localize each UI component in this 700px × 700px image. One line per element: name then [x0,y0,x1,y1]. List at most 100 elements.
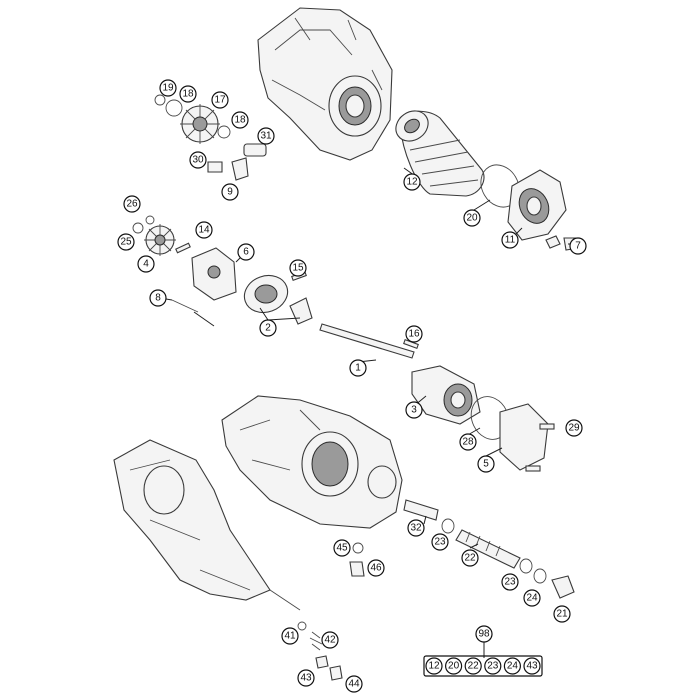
callout-label: 8 [155,293,161,304]
kit-items: 12 20 22 23 24 43 [425,657,541,675]
callout-label: 31 [260,131,272,142]
kit-item-3: 23 [484,657,502,675]
kit-item-label: 22 [468,661,480,672]
callout-c32: 32 [407,519,425,537]
oil-pump-rotors [243,271,313,325]
callout-c44: 44 [345,675,363,693]
callout-c43: 43 [297,669,315,687]
callout-c7: 7 [569,237,587,255]
callout-c14: 14 [195,221,213,239]
callout-label: 43 [300,673,312,684]
callout-label: 30 [192,155,204,166]
callout-label: 21 [556,609,568,620]
callout-label: 45 [336,543,348,554]
callout-c17: 17 [211,91,229,109]
oil-filter-cover [507,169,567,241]
callout-c21: 21 [553,605,571,623]
kit-item-label: 20 [448,661,460,672]
callout-c1: 1 [349,359,367,377]
callout-label: 23 [434,537,446,548]
kit-item-0: 12 [425,657,443,675]
oil-filter [395,110,485,197]
callout-c3: 3 [405,401,423,419]
callout-c23b: 23 [501,573,519,591]
callout-c26: 26 [123,195,141,213]
callout-badges: 1918171831309122011726254146158216132928… [117,79,587,693]
callout-label: 18 [182,89,194,100]
kit-item-4: 24 [503,657,522,675]
callout-label: 32 [410,523,422,534]
callout-label: 9 [227,187,233,198]
svg-text:98: 98 [478,629,490,640]
callout-label: 28 [462,437,474,448]
callout-kit: 98 [475,625,493,643]
callout-c11: 11 [501,231,519,249]
oil-pump-drive-shaft [403,499,575,599]
callout-label: 20 [466,213,478,224]
callout-c30: 30 [189,151,207,169]
callout-c2: 2 [259,319,277,337]
callout-c6: 6 [237,243,255,261]
callout-label: 42 [324,635,336,646]
oil-pump-shaft [319,323,419,359]
callout-c8: 8 [149,289,167,307]
callout-c41: 41 [281,627,299,645]
kit-item-5: 43 [523,657,541,675]
callout-c4: 4 [137,255,155,273]
callout-c31: 31 [257,127,275,145]
callout-c46: 46 [367,559,385,577]
callout-label: 22 [464,553,476,564]
callout-c15: 15 [289,259,307,277]
oil-pump-cover [171,247,237,313]
kit-item-2: 22 [464,657,482,675]
kit-box [423,655,543,677]
callout-label: 17 [214,95,226,106]
callout-c16: 16 [405,325,423,343]
callout-label: 24 [526,593,538,604]
lower-crankcase [221,395,403,529]
callout-label: 12 [406,177,418,188]
callout-c24: 24 [523,589,541,607]
callout-label: 6 [243,247,249,258]
kit-item-label: 12 [428,661,440,672]
drain-plug [349,542,365,577]
kit-box-group: 98 12 20 22 23 24 43 [423,625,543,677]
callout-label: 15 [292,263,304,274]
callout-label: 1 [355,363,361,374]
kit-item-label: 24 [507,661,519,672]
callout-c25: 25 [117,233,135,251]
callout-c5: 5 [477,455,495,473]
callout-label: 23 [504,577,516,588]
callout-label: 29 [568,423,580,434]
callout-c18b: 18 [231,111,249,129]
kit-item-label: 43 [526,661,538,672]
kit-item-label: 23 [487,661,499,672]
callout-label: 46 [370,563,382,574]
oil-pump-gear [132,215,191,256]
callout-c23a: 23 [431,533,449,551]
pressure-valve-parts [269,589,343,681]
callout-label: 26 [126,199,138,210]
callout-label: 2 [265,323,271,334]
callout-label: 7 [575,241,581,252]
callout-c28: 28 [459,433,477,451]
callout-c19: 19 [159,79,177,97]
callout-label: 16 [408,329,420,340]
callout-label: 3 [411,405,417,416]
callout-c45: 45 [333,539,351,557]
callout-c42: 42 [321,631,339,649]
oil-pump-drive-gear [154,94,267,181]
oil-pump-housing [411,365,481,425]
kit-item-1: 20 [445,657,463,675]
callout-c29: 29 [565,419,583,437]
callout-label: 11 [505,235,516,246]
callout-c22: 22 [461,549,479,567]
callout-label: 44 [348,679,360,690]
callout-c18a: 18 [179,85,197,103]
callout-label: 19 [162,83,174,94]
callout-c20: 20 [463,209,481,227]
callout-label: 25 [120,237,132,248]
upper-crankcase [257,7,393,161]
callout-label: 5 [483,459,489,470]
